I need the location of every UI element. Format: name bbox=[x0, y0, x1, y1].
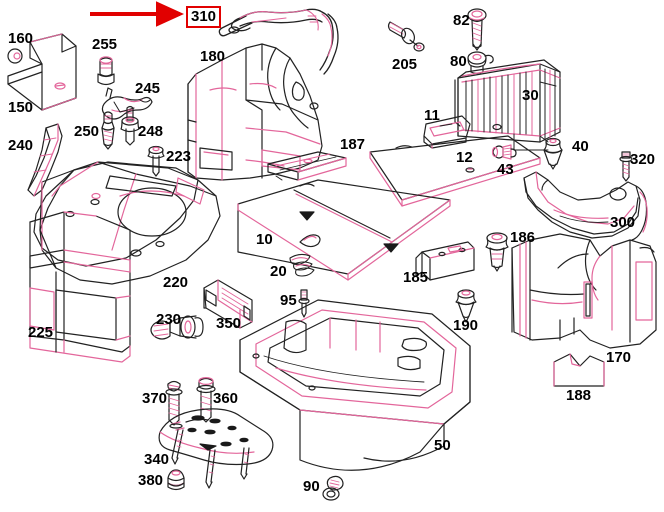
part-label-255: 255 bbox=[92, 36, 118, 53]
part-360-flange-bolt bbox=[196, 377, 216, 423]
part-label-80: 80 bbox=[450, 53, 467, 70]
part-label-205: 205 bbox=[392, 56, 418, 73]
part-12-load-floor-mat bbox=[369, 135, 541, 207]
part-label-350: 350 bbox=[216, 315, 242, 332]
part-label-12: 12 bbox=[456, 149, 473, 166]
part-340-tool-holder-plate bbox=[158, 408, 274, 489]
part-90-round-head-pin bbox=[322, 475, 344, 501]
part-label-220: 220 bbox=[163, 274, 189, 291]
part-label-230: 230 bbox=[156, 311, 182, 328]
part-label-11: 11 bbox=[424, 107, 440, 124]
part-label-248: 248 bbox=[138, 123, 164, 140]
part-label-20: 20 bbox=[270, 263, 287, 280]
part-label-82: 82 bbox=[453, 12, 470, 29]
part-245-retaining-clip bbox=[101, 87, 153, 120]
part-187-trim-strip bbox=[267, 151, 347, 181]
part-230-turn-lock bbox=[150, 315, 204, 340]
callout-label-310: 310 bbox=[186, 6, 222, 28]
part-180-left-side-trim bbox=[187, 43, 323, 181]
part-380-cap-nut bbox=[167, 469, 185, 491]
part-95-dowel-pin bbox=[298, 289, 310, 318]
part-220-seat-back-panel bbox=[33, 161, 221, 285]
part-label-10: 10 bbox=[256, 231, 273, 248]
part-186-expanding-rivet bbox=[485, 232, 509, 272]
part-label-370: 370 bbox=[142, 390, 168, 407]
part-205-screw-washer bbox=[387, 21, 425, 52]
part-label-300: 300 bbox=[610, 214, 636, 231]
part-label-223: 223 bbox=[166, 148, 192, 165]
part-350-slide-rail bbox=[203, 279, 253, 329]
part-188-filler-block bbox=[553, 353, 605, 387]
part-225-lower-back-panel bbox=[29, 211, 131, 363]
part-label-160: 160 bbox=[8, 30, 34, 47]
part-label-150: 150 bbox=[8, 99, 34, 116]
part-label-340: 340 bbox=[144, 451, 170, 468]
part-43-grommet-plug bbox=[491, 144, 517, 160]
part-160-grommet bbox=[7, 48, 23, 64]
part-10-trunk-floor bbox=[237, 179, 451, 281]
part-label-190: 190 bbox=[453, 317, 479, 334]
part-label-30: 30 bbox=[522, 87, 539, 104]
part-82-tapping-screw bbox=[467, 8, 487, 51]
part-label-360: 360 bbox=[213, 390, 239, 407]
part-label-186: 186 bbox=[510, 229, 536, 246]
part-label-250: 250 bbox=[74, 123, 100, 140]
part-50-wheel-well-tub bbox=[239, 299, 471, 471]
part-label-245: 245 bbox=[135, 80, 161, 97]
part-label-90: 90 bbox=[303, 478, 320, 495]
part-255-spacer-sleeve bbox=[97, 56, 115, 86]
part-label-240: 240 bbox=[8, 137, 34, 154]
part-223-push-rivet bbox=[147, 145, 165, 177]
part-label-40: 40 bbox=[572, 138, 589, 155]
part-label-180: 180 bbox=[200, 48, 226, 65]
part-label-43: 43 bbox=[497, 161, 514, 178]
part-11-recess-cover bbox=[423, 115, 471, 149]
part-20-clip-set bbox=[289, 253, 315, 277]
part-label-185: 185 bbox=[403, 269, 429, 286]
part-30-slatted-panel bbox=[454, 59, 561, 143]
part-40-expanding-rivet bbox=[543, 137, 563, 170]
part-310-support-rod bbox=[218, 8, 339, 75]
part-190-expanding-rivet bbox=[455, 289, 477, 323]
part-label-380: 380 bbox=[138, 472, 164, 489]
part-label-320: 320 bbox=[630, 151, 656, 168]
part-label-170: 170 bbox=[606, 349, 632, 366]
part-370-flange-bolt bbox=[165, 380, 183, 426]
part-label-188: 188 bbox=[566, 387, 592, 404]
part-label-50: 50 bbox=[434, 437, 451, 454]
part-170-right-side-trim bbox=[511, 233, 657, 349]
part-label-95: 95 bbox=[280, 292, 297, 309]
part-248-bolt-with-collar bbox=[120, 105, 140, 146]
part-250-tapping-screw bbox=[101, 111, 115, 150]
part-300-sill-moulding bbox=[523, 171, 648, 241]
part-320-bolt bbox=[619, 151, 633, 182]
part-label-187: 187 bbox=[340, 136, 366, 153]
part-185-mounting-bracket bbox=[415, 241, 475, 281]
part-label-225: 225 bbox=[28, 324, 54, 341]
